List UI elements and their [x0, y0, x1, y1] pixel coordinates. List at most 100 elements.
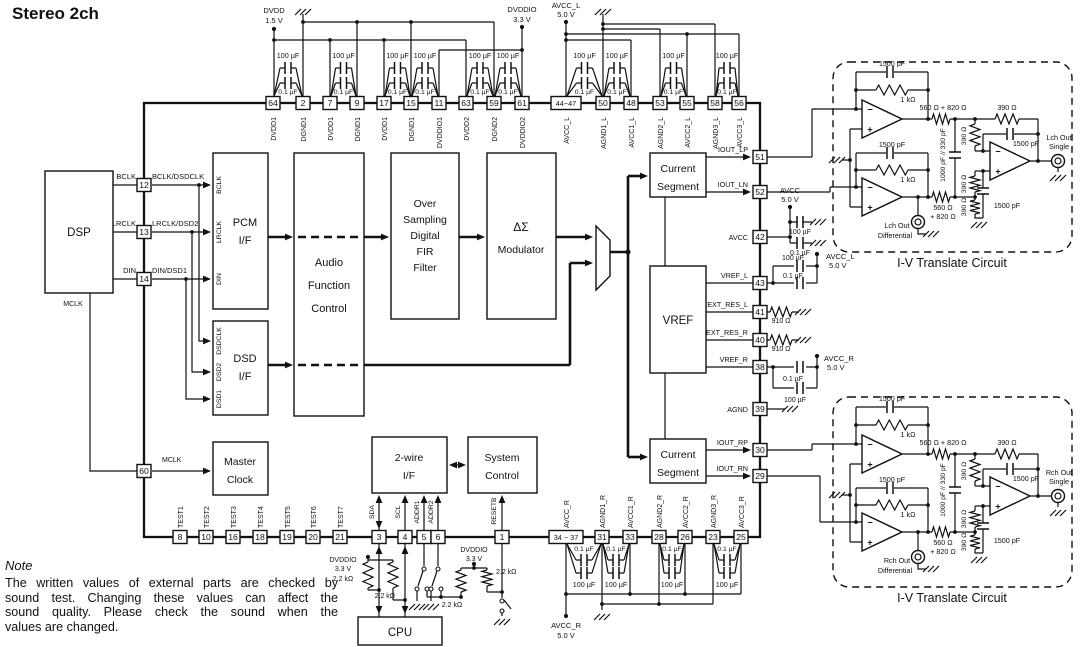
pin-number: 55 [682, 98, 692, 108]
pin-label: TEST2 [204, 506, 211, 528]
cap-value: 100 µF [782, 255, 804, 262]
resistor-value: 390 Ω [961, 127, 968, 145]
arrowhead-icon [458, 461, 466, 469]
resistor-value: + 820 Ω [930, 212, 956, 221]
pin-number: 13 [139, 227, 149, 237]
junction-dot [601, 22, 605, 26]
junction-dot [564, 32, 568, 36]
resistor-icon [931, 446, 951, 462]
pin-label: DVDDIO2 [520, 117, 527, 148]
junction-dot [916, 195, 920, 199]
arrowhead-icon [743, 188, 751, 196]
junction-dot [403, 598, 407, 602]
block-label: Master [224, 456, 257, 468]
cap-value: 0.1 µF [574, 546, 593, 553]
pin-53 [652, 95, 668, 111]
cap-value: 100 µF [414, 51, 437, 60]
ground-icon [794, 336, 812, 344]
junction-dot [854, 503, 858, 507]
wire [917, 229, 926, 235]
wire [706, 282, 753, 368]
resistor-value: 390 Ω [961, 198, 968, 216]
cap-value: 1500 pF [879, 475, 906, 484]
opamp-plus: + [995, 501, 1000, 511]
pin-label: AVCC_R [564, 500, 571, 528]
wire [602, 543, 630, 574]
wire [273, 67, 303, 97]
wire [494, 67, 522, 97]
pin-label: DGND1 [409, 117, 416, 142]
junction-dot [815, 365, 819, 369]
cap-value: 100 µF [277, 51, 300, 60]
pin-26 [677, 529, 693, 545]
wire [603, 28, 661, 96]
page-title: Stereo 2ch [12, 4, 99, 23]
wire [842, 463, 862, 543]
resistor-icon [454, 569, 468, 593]
ground-icon [828, 156, 846, 164]
arrowhead-icon [743, 153, 751, 161]
junction-dot [409, 20, 413, 24]
arrowhead-icon [420, 495, 428, 503]
resistor-value: 390 Ω [961, 510, 968, 528]
wire [113, 184, 137, 280]
wire [767, 108, 862, 158]
block-label: Current [660, 449, 695, 461]
pin-label: TEST4 [258, 506, 265, 528]
resistor-value: 390 Ω [961, 175, 968, 193]
supply-node [814, 251, 820, 257]
junction-dot [926, 117, 930, 121]
pin-56 [731, 95, 747, 111]
pin-number: 39 [755, 404, 765, 414]
resistor-icon [967, 175, 983, 193]
wire [566, 33, 740, 96]
iv-boundary [832, 61, 1073, 253]
junction-dot [625, 249, 631, 255]
pin-number: 20 [308, 532, 318, 542]
pin-number: 63 [461, 98, 471, 108]
junction-dot [272, 38, 276, 42]
opamp-plus: + [867, 124, 872, 134]
rca-jack-icon [910, 214, 926, 230]
arrowhead-icon [449, 461, 457, 469]
pin-17 [376, 95, 392, 111]
current-segment-rch-block [649, 438, 707, 484]
capacitor-icon [886, 66, 894, 78]
pin-label: AVCC_L [564, 117, 571, 144]
block-label: Control [485, 470, 519, 482]
resistor-icon [994, 447, 1020, 461]
pin-number: 53 [655, 98, 665, 108]
wire [982, 468, 1038, 486]
ground-icon [493, 618, 511, 626]
ground-icon [408, 603, 426, 611]
junction-dot [564, 38, 568, 42]
pin-label: AVCC3_L [737, 117, 744, 148]
pin-number: 31 [597, 532, 607, 542]
supply-label: 3.3 V [466, 556, 483, 563]
capacitor-icon [723, 77, 731, 89]
capacitor-icon [669, 77, 678, 89]
resistor-icon [479, 569, 495, 587]
signal-label: DIN/DSD1 [152, 266, 187, 275]
pin-label: TEST7 [338, 506, 345, 528]
capacitor-icon [612, 567, 620, 579]
wire [715, 67, 739, 97]
cap-value: 1500 pF [879, 59, 906, 68]
block-label: Current [660, 163, 695, 175]
junction-dot [981, 149, 985, 153]
resistor-value: 560 Ω [933, 203, 953, 212]
pin-18 [252, 529, 268, 545]
cap-value: 100 µF [332, 51, 355, 60]
arrowhead-icon [375, 606, 383, 614]
pin-number: 56 [734, 98, 744, 108]
wire [566, 67, 603, 97]
pin-64 [265, 95, 281, 111]
opamp-minus: − [867, 182, 872, 192]
ground-icon [294, 8, 312, 16]
junction-dot [953, 452, 957, 456]
resistor-icon [769, 333, 793, 347]
switch-icon [499, 608, 505, 614]
ground-icon [970, 221, 988, 229]
ground-icon [809, 218, 827, 226]
